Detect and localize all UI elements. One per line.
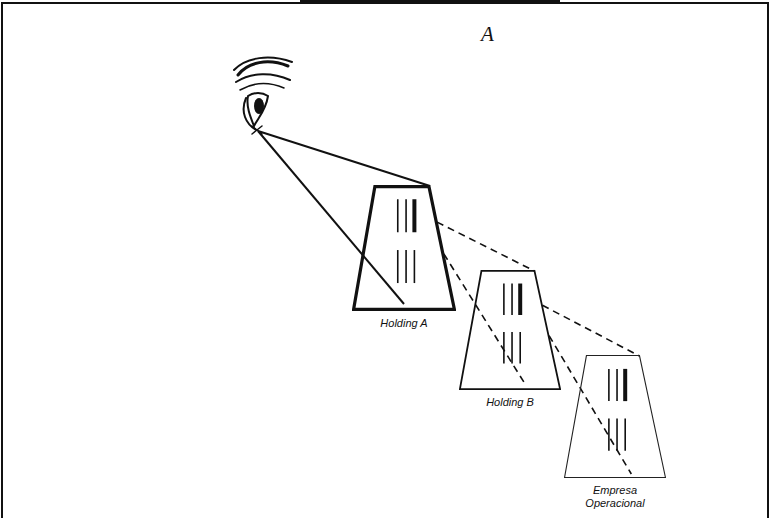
building-shape <box>352 184 456 311</box>
frame-border <box>2 3 768 518</box>
window-mark <box>405 250 407 283</box>
window-mark <box>405 199 407 232</box>
figure-letter: A <box>481 22 494 47</box>
dashed-line <box>549 336 631 474</box>
window-mark <box>397 199 399 232</box>
dashed-line <box>437 222 534 271</box>
frame-top-mark <box>300 0 560 2</box>
building-outline <box>565 356 666 478</box>
window-mark <box>608 369 610 401</box>
building-shape <box>564 354 666 478</box>
building-label: Holding A <box>379 317 429 330</box>
window-mark <box>511 284 513 315</box>
building-shape <box>459 269 561 390</box>
window-mark <box>511 332 513 363</box>
dashed-line <box>444 254 526 386</box>
sight-line <box>258 131 430 186</box>
eyelid-fold <box>240 84 284 90</box>
window-mark <box>608 418 610 450</box>
window-mark <box>624 418 626 450</box>
eye-icon <box>234 58 292 134</box>
window-mark <box>623 369 627 401</box>
sight-line <box>258 131 404 304</box>
window-mark <box>503 284 505 315</box>
window-mark <box>616 418 618 450</box>
window-mark <box>519 332 521 363</box>
building-label: Empresa Operacional <box>575 484 655 509</box>
building-node: Empresa Operacional <box>564 354 666 509</box>
building-outline <box>354 187 455 310</box>
eyelid <box>236 74 290 82</box>
eye-ball <box>247 93 268 126</box>
building-label: Holding B <box>485 396 535 409</box>
sight-lines <box>258 131 430 304</box>
window-mark <box>412 199 416 232</box>
window-mark <box>518 284 522 315</box>
eye-lower-lid <box>244 98 256 130</box>
window-mark <box>414 250 416 283</box>
building-outline <box>460 271 560 389</box>
eyebrow <box>238 62 288 75</box>
building-node: Holding B <box>459 269 561 409</box>
pupil <box>254 98 264 114</box>
window-mark <box>503 332 505 363</box>
window-mark <box>397 250 399 283</box>
building-node: Holding A <box>352 184 456 330</box>
window-mark <box>616 369 618 401</box>
eyebrow-hair <box>234 58 292 70</box>
